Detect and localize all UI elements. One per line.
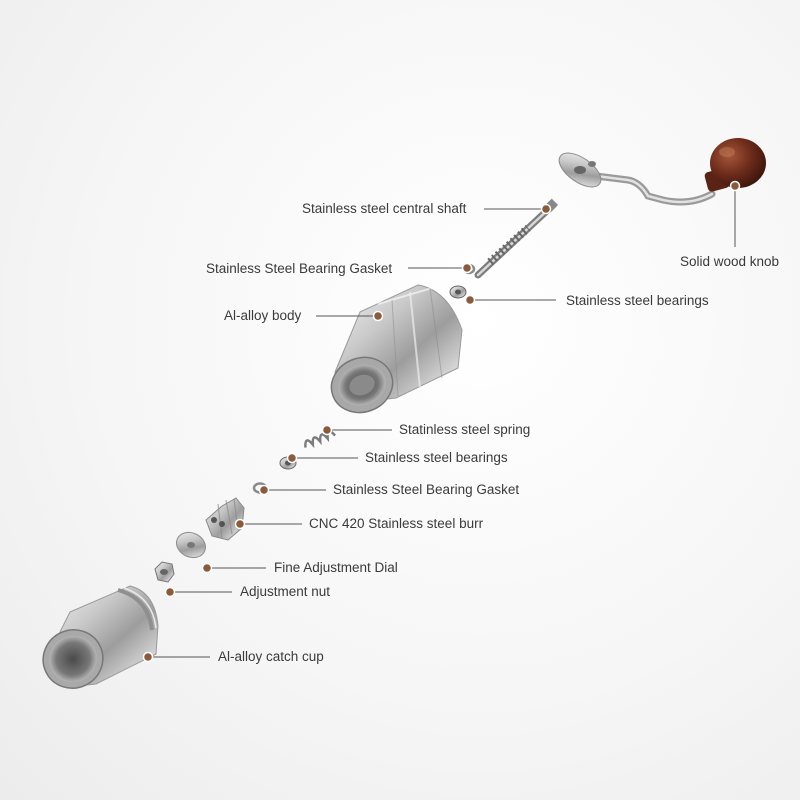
adjustment-dial [175,531,207,559]
marker-dial [201,562,213,574]
marker-bearings-top [464,294,476,306]
marker-bearing-gasket-top [461,262,473,274]
crank-handle [558,152,716,206]
al-alloy-body [330,284,463,414]
label-nut: Adjustment nut [240,584,331,599]
label-dial: Fine Adjustment Dial [274,560,398,575]
label-central-shaft: Stainless steel central shaft [302,201,467,216]
wood-knob [704,138,766,192]
label-bearings-mid: Stainless steel bearings [365,450,508,465]
central-shaft [474,198,559,279]
leader-lines [149,190,736,658]
label-spring: Statinless steel spring [399,422,531,437]
bearings-top [449,285,467,299]
marker-catch-cup [142,651,154,663]
label-burr: CNC 420 Stainless steel burr [309,516,484,531]
label-bearing-gasket-mid: Stainless Steel Bearing Gasket [333,482,520,497]
marker-body [372,310,384,322]
marker-nut [164,586,176,598]
label-bearing-gasket-top: Stainless Steel Bearing Gasket [206,261,393,276]
marker-central-shaft [540,203,552,215]
label-catch-cup: Al-alloy catch cup [218,649,324,664]
marker-wood-knob [729,180,741,192]
label-bearings-top: Stainless steel bearings [566,293,709,308]
label-wood-knob: Solid wood knob [680,254,780,269]
marker-spring [321,424,333,436]
burr [205,497,245,541]
marker-bearing-gasket-mid [258,484,270,496]
catch-cup [42,585,159,689]
adjustment-nut [154,561,175,583]
marker-dots [142,180,741,663]
marker-burr [234,518,246,530]
label-body: Al-alloy body [224,308,302,323]
marker-bearings-mid [286,452,298,464]
